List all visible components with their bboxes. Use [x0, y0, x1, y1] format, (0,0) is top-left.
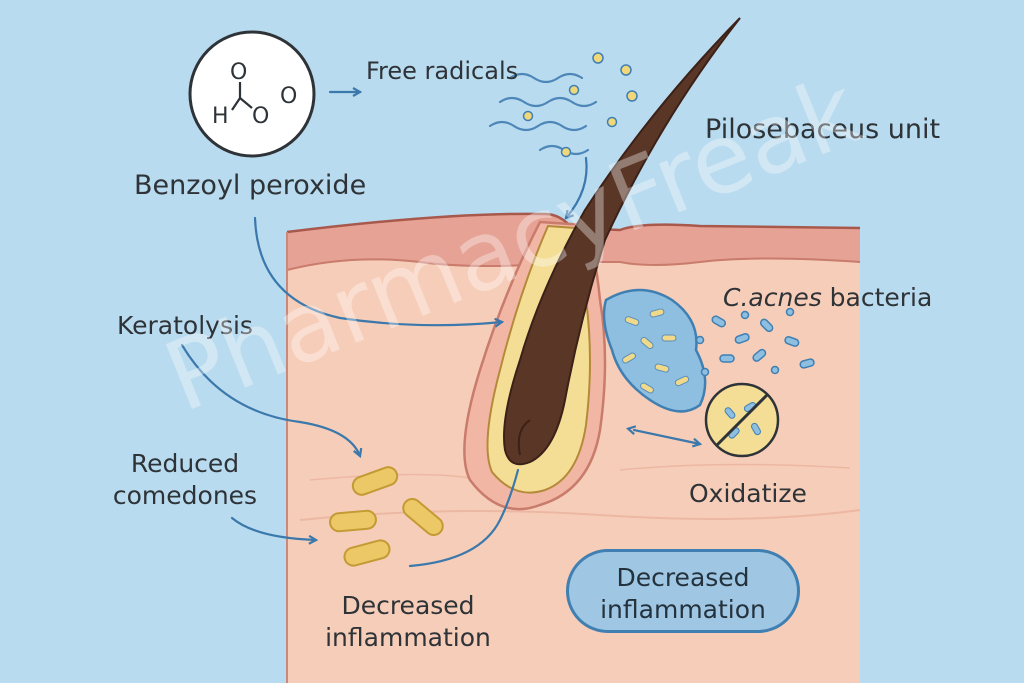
arrow-benzoyl-to-follicle [253, 216, 502, 325]
label-keratolysis: Keratolysis [117, 311, 253, 340]
arrow-reduced-comedones [230, 516, 316, 540]
label-decreased-left-line1: Decreased [341, 591, 475, 620]
badge-line2: inflammation [600, 595, 766, 624]
free-radical-particles [488, 72, 598, 156]
oxidized-bacteria-icon [704, 382, 780, 458]
label-pilosebaceous-unit: Pilosebaceus unit [705, 114, 941, 145]
molecule-atom-o-right: O [280, 84, 298, 109]
sebaceous-gland [602, 288, 815, 413]
arrow-keratolysis [180, 343, 360, 456]
label-reduced-comedones: Reduced comedones [110, 448, 260, 512]
label-free-radicals: Free radicals [366, 57, 519, 85]
arrow-radicals-to-follicle [566, 156, 588, 218]
arrow-oxidatize [634, 430, 700, 444]
comedones [329, 466, 444, 567]
molecule-atom-h: H [212, 104, 229, 129]
label-benzoyl-peroxide: Benzoyl peroxide [134, 170, 367, 201]
label-reduced-line1: Reduced [130, 449, 240, 478]
label-reduced-line2: comedones [112, 481, 258, 510]
label-c-acnes-bacteria: C.acnes bacteria [723, 283, 932, 312]
hair-shaft [503, 17, 741, 466]
arrows [180, 92, 700, 568]
benzoyl-peroxide-molecule-icon [188, 30, 316, 158]
label-c-acnes-bacteria-word: bacteria [821, 283, 933, 312]
badge-text: Decreased inflammation [569, 562, 797, 626]
line-inflammation [408, 468, 520, 568]
badge-line1: Decreased [616, 563, 750, 592]
decreased-inflammation-badge: Decreased inflammation [566, 549, 800, 633]
label-c-acnes-species: C.acnes [723, 283, 822, 312]
molecule-atom-o-top: O [230, 60, 248, 85]
molecule-atom-o-left: O [252, 104, 270, 129]
label-oxidatize: Oxidatize [689, 479, 807, 508]
label-decreased-inflammation-left: Decreased inflammation [318, 590, 498, 654]
label-decreased-left-line2: inflammation [325, 623, 491, 652]
